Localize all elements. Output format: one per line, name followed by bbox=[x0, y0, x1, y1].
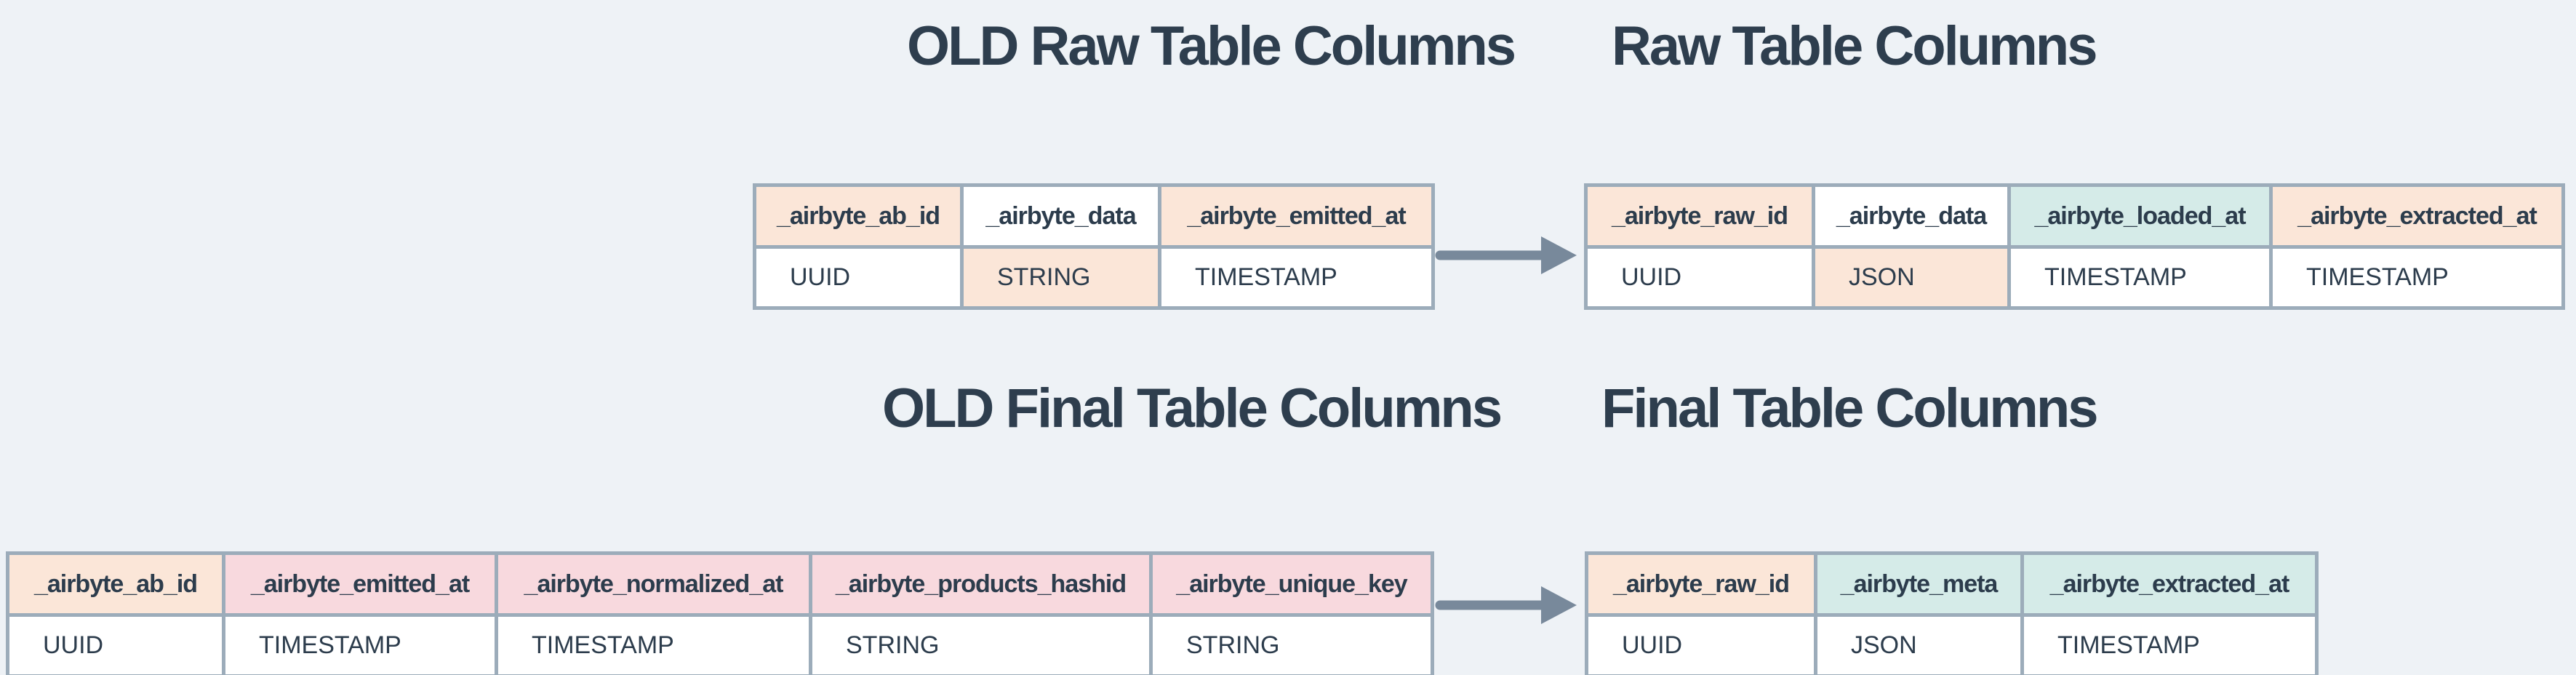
header-row: _airbyte_raw_id _airbyte_data _airbyte_l… bbox=[1584, 183, 2565, 249]
arrow-right-icon bbox=[1435, 236, 1577, 274]
old-raw-table: _airbyte_ab_id _airbyte_data _airbyte_em… bbox=[753, 183, 1435, 310]
old-final-table-title: OLD Final Table Columns bbox=[882, 378, 1503, 439]
column-type-cell: JSON bbox=[1814, 613, 2024, 675]
column-type-cell: STRING bbox=[809, 613, 1153, 675]
column-header-cell: _airbyte_extracted_at bbox=[2269, 183, 2565, 249]
column-header-cell: _airbyte_data bbox=[1812, 183, 2011, 249]
column-header-cell: _airbyte_unique_key bbox=[1149, 551, 1434, 617]
type-row: UUID JSON TIMESTAMP TIMESTAMP bbox=[1584, 245, 2565, 310]
column-header-cell: _airbyte_emitted_at bbox=[1158, 183, 1435, 249]
header-row: _airbyte_raw_id _airbyte_meta _airbyte_e… bbox=[1585, 551, 2319, 617]
column-header-cell: _airbyte_ab_id bbox=[753, 183, 964, 249]
column-type-cell: TIMESTAMP bbox=[2269, 245, 2565, 310]
old-raw-table-title: OLD Raw Table Columns bbox=[907, 15, 1516, 77]
column-type-cell: STRING bbox=[1149, 613, 1434, 675]
column-header-cell: _airbyte_loaded_at bbox=[2007, 183, 2273, 249]
column-type-cell: TIMESTAMP bbox=[222, 613, 498, 675]
column-header-cell: _airbyte_emitted_at bbox=[222, 551, 498, 617]
column-header-cell: _airbyte_raw_id bbox=[1585, 551, 1817, 617]
column-type-cell: UUID bbox=[1585, 613, 1817, 675]
column-header-cell: _airbyte_raw_id bbox=[1584, 183, 1815, 249]
old-final-table: _airbyte_ab_id _airbyte_emitted_at _airb… bbox=[6, 551, 1434, 675]
final-table-title: Final Table Columns bbox=[1601, 378, 2099, 439]
raw-table: _airbyte_raw_id _airbyte_data _airbyte_l… bbox=[1584, 183, 2565, 310]
column-type-cell: UUID bbox=[1584, 245, 1815, 310]
column-type-cell: STRING bbox=[960, 245, 1161, 310]
header-row: _airbyte_ab_id _airbyte_data _airbyte_em… bbox=[753, 183, 1435, 249]
column-header-cell: _airbyte_meta bbox=[1814, 551, 2024, 617]
column-header-cell: _airbyte_normalized_at bbox=[495, 551, 812, 617]
type-row: UUID STRING TIMESTAMP bbox=[753, 245, 1435, 310]
column-type-cell: TIMESTAMP bbox=[2020, 613, 2319, 675]
column-header-cell: _airbyte_extracted_at bbox=[2020, 551, 2319, 617]
column-type-cell: TIMESTAMP bbox=[495, 613, 812, 675]
type-row: UUID TIMESTAMP TIMESTAMP STRING STRING bbox=[6, 613, 1434, 675]
column-header-cell: _airbyte_products_hashid bbox=[809, 551, 1153, 617]
column-header-cell: _airbyte_data bbox=[960, 183, 1161, 249]
column-type-cell: JSON bbox=[1812, 245, 2011, 310]
type-row: UUID JSON TIMESTAMP bbox=[1585, 613, 2319, 675]
header-row: _airbyte_ab_id _airbyte_emitted_at _airb… bbox=[6, 551, 1434, 617]
raw-table-title: Raw Table Columns bbox=[1612, 15, 2097, 77]
arrow-right-icon bbox=[1435, 586, 1577, 624]
final-table: _airbyte_raw_id _airbyte_meta _airbyte_e… bbox=[1585, 551, 2319, 675]
column-type-cell: TIMESTAMP bbox=[1158, 245, 1435, 310]
column-header-cell: _airbyte_ab_id bbox=[6, 551, 225, 617]
column-type-cell: TIMESTAMP bbox=[2007, 245, 2273, 310]
column-type-cell: UUID bbox=[753, 245, 964, 310]
column-type-cell: UUID bbox=[6, 613, 225, 675]
